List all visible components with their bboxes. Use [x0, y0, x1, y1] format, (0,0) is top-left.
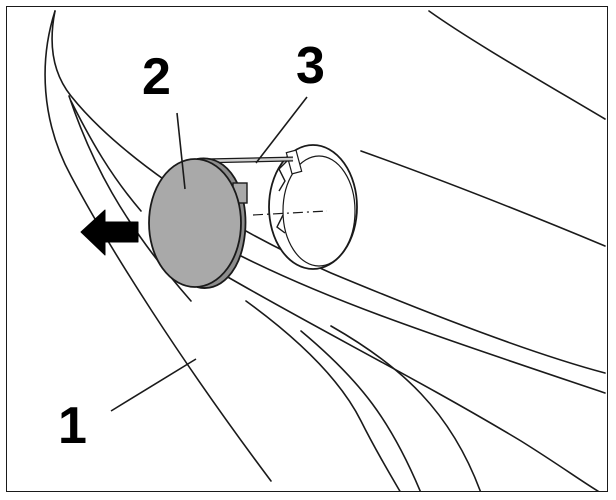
callout-3-leader: [255, 96, 308, 164]
callout-2-label: 2: [136, 51, 177, 103]
grille-top-line: [428, 10, 606, 120]
callout-3-label: 3: [290, 40, 331, 92]
callout-1-leader: [110, 358, 197, 412]
grille-inner-line: [360, 150, 606, 247]
technical-drawing: [44, 10, 606, 491]
bumper-crease-e: [330, 325, 482, 491]
towing-eye-cap: [148, 157, 248, 289]
bumper-crease-a: [240, 255, 606, 394]
callout-2-leader: [176, 112, 186, 190]
bumper-crease-b: [225, 275, 600, 491]
bumper-crease-c: [245, 300, 401, 491]
bumper-lower-lip: [70, 100, 142, 212]
bumper-crease-d: [300, 330, 422, 491]
centre-axis: [252, 210, 328, 216]
callout-1-label: 1: [58, 397, 87, 455]
towing-eye-socket: [268, 144, 358, 270]
removal-arrow: [80, 209, 139, 256]
bumper-outer-contour: [44, 10, 272, 482]
